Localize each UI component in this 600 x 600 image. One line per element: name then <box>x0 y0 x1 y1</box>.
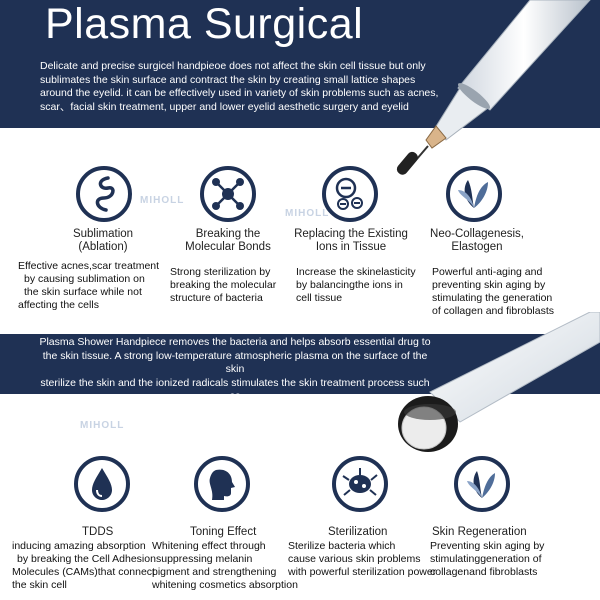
watermark: MIHOLL <box>80 420 125 431</box>
feature-description: inducing amazing absorption by breaking … <box>12 540 156 592</box>
feature-description-line: by balancingthe ions in <box>296 279 403 291</box>
feature-description: Whitening effect through suppressing mel… <box>152 540 298 592</box>
header-description: Delicate and precise surgicel handpieoe … <box>40 60 440 114</box>
feature-description-line: collagenand fibroblasts <box>430 566 538 578</box>
water-drop-icon <box>74 456 130 512</box>
ions-icon <box>322 166 378 222</box>
feature-description-line: affecting the cells <box>18 299 99 311</box>
feature-description: Increase the skinelasticity by balancing… <box>296 266 416 305</box>
feature-description-line: Sterilize bacteria which <box>288 540 396 552</box>
feature-title: Toning Effect <box>190 526 257 538</box>
skin-layers-icon <box>454 456 510 512</box>
page-title: Plasma Surgical <box>45 0 364 48</box>
feature-title-line: Molecular Bonds <box>185 241 271 253</box>
feature-title-line: Elastogen <box>451 241 503 253</box>
feature-description-line: cause various skin problems <box>288 553 421 565</box>
plasma-surgical-handpiece-image <box>396 0 591 175</box>
feature-title-line: Ions in Tissue <box>315 241 387 253</box>
shower-description: Plasma Shower Handpiece removes the bact… <box>34 336 436 417</box>
feature-description: Sterilize bacteria which cause various s… <box>288 540 436 579</box>
feature-description-line: preventing skin aging by <box>432 279 546 291</box>
feature-title-line: Breaking the <box>195 228 261 240</box>
feature-description-line: cell tissue <box>296 292 343 304</box>
header-description-line: around the eyelid. it can be effectively… <box>40 87 439 99</box>
feature-description-line: Increase the skinelasticity <box>296 266 416 278</box>
feature-description-line: with powerful sterilization power <box>288 566 437 578</box>
feature-description: Preventing skin aging by stimulatinggene… <box>430 540 544 579</box>
sublimation-swirl-icon <box>76 166 132 222</box>
feature-description-line: stimulating the generation <box>432 292 553 304</box>
feature-description: Strong sterilization by breaking the mol… <box>170 266 276 305</box>
feature-description-line: the skin surface while not <box>24 286 142 298</box>
header-description-line: Delicate and precise surgicel handpieoe … <box>40 60 426 72</box>
feature-title-line: (Ablation) <box>78 241 128 253</box>
watermark: MIHOLL <box>140 195 185 206</box>
molecule-icon <box>200 166 256 222</box>
shower-description-line: Plasma Shower Handpiece removes the bact… <box>39 336 431 348</box>
header-description-line: scar、facial skin treatment, upper and lo… <box>40 100 409 113</box>
feature-title: TDDS <box>82 526 114 538</box>
feature-description-line: suppressing melanin <box>156 553 253 565</box>
feature-description-line: Preventing skin aging by <box>430 540 545 552</box>
feature-description: Effective acnes,scar treatment by causin… <box>18 260 159 312</box>
feature-description-line: whitening cosmetics absorption <box>152 579 298 591</box>
header-description-line: sublimates the skin surface and contract… <box>40 73 416 86</box>
feature-title: Breaking the Molecular Bonds <box>163 228 293 254</box>
plasma-shower-handpiece-image <box>398 312 600 452</box>
face-profile-icon <box>194 456 250 512</box>
bacteria-icon <box>332 456 388 512</box>
feature-description: Powerful anti-aging and preventing skin … <box>432 266 554 318</box>
shower-description-line: the skin tissue. A strong low-temperatur… <box>42 349 428 376</box>
feature-description-line: Strong sterilization by <box>170 266 271 278</box>
feature-title: Skin Regeneration <box>432 526 527 538</box>
feature-title: Sterilization <box>328 526 388 538</box>
feature-description-line: of collagen and fibroblasts <box>432 305 554 317</box>
feature-title: Sublimation (Ablation) <box>18 228 188 254</box>
feature-title: Neo-Collagenesis, Elastogen <box>422 228 532 254</box>
feature-title-line: Neo-Collagenesis, <box>430 228 524 240</box>
shower-description-line: skin regeneration, anti-bacteria.TDDS (T… <box>48 403 422 416</box>
feature-title-line: Sublimation <box>72 228 134 240</box>
feature-title-line: Replacing the Existing <box>294 228 408 240</box>
feature-description-line: stimulatinggeneration of <box>430 553 542 565</box>
feature-description-line: by breaking the Cell Adhesion <box>17 553 156 565</box>
feature-description-line: Whitening effect through <box>152 540 266 552</box>
feature-description-line: the skin cell <box>12 579 67 591</box>
feature-description-line: Powerful anti-aging and <box>432 266 543 278</box>
shower-description-line: sterilize the skin and the ionized radic… <box>40 376 430 403</box>
collagen-fan-icon <box>446 166 502 222</box>
feature-title: Replacing the Existing Ions in Tissue <box>286 228 416 254</box>
feature-description-line: Effective acnes,scar treatment <box>18 260 160 272</box>
feature-description-line: structure of bacteria <box>170 292 263 304</box>
feature-description-line: breaking the molecular <box>170 279 277 291</box>
feature-description-line: pigment and strengthening <box>152 566 277 578</box>
watermark: MIHOLL <box>285 208 330 219</box>
feature-description-line: Molecules (CAMs)that connect <box>12 566 155 578</box>
feature-description-line: inducing amazing absorption <box>12 540 146 552</box>
feature-description-line: by causing sublimation on <box>24 273 145 285</box>
